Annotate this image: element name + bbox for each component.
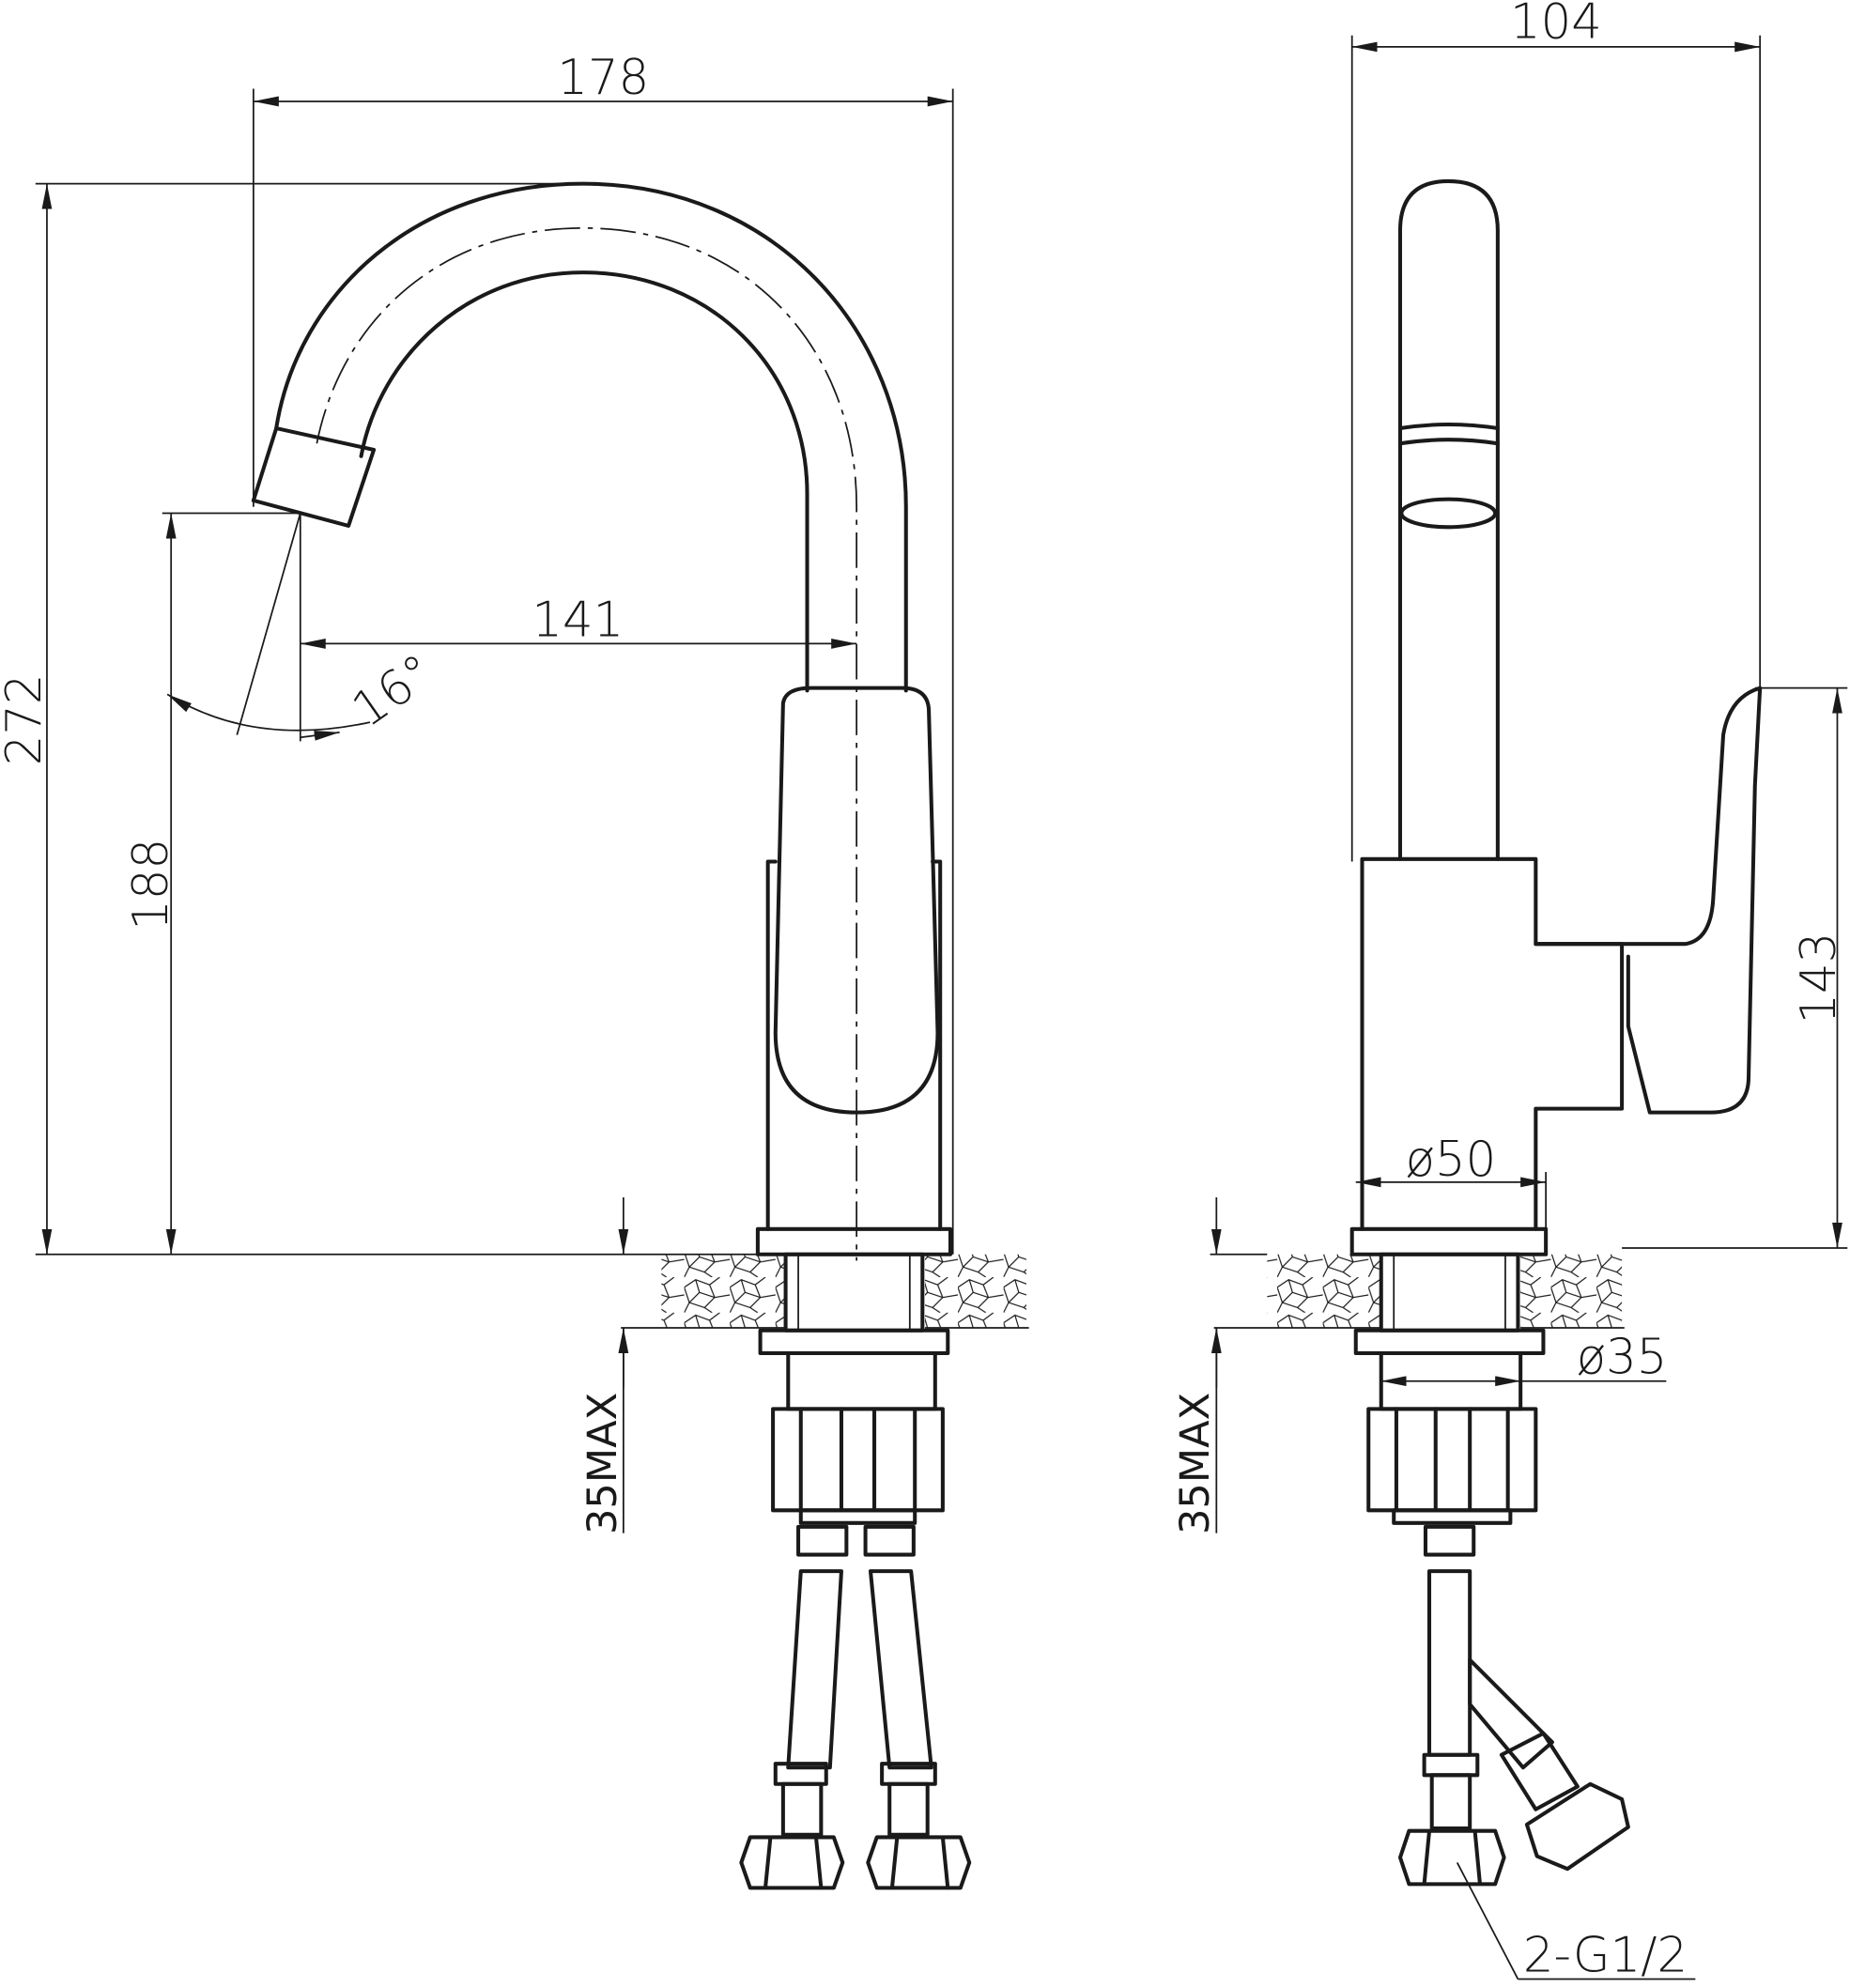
dimension-depth-104: 104 — [1350, 0, 1762, 862]
faucet-body — [765, 859, 943, 1231]
dimension-width-178: 178 — [253, 50, 954, 1255]
dimension-counter-35max: 35MAX — [579, 1197, 629, 1534]
dimension-label: ø50 — [1406, 1132, 1497, 1188]
spout-side — [1397, 178, 1500, 861]
countertop-section — [1520, 1254, 1623, 1329]
front-view: 178 272 188 141 16° — [0, 50, 1029, 1890]
mounting-nut-side — [1366, 1407, 1538, 1525]
dimension-height-272: 272 — [0, 182, 786, 1256]
supply-hose-right — [863, 1524, 972, 1890]
dimension-label: 178 — [557, 50, 649, 106]
dimension-height-143: 143 — [1622, 686, 1848, 1249]
shank-lower — [786, 1350, 937, 1411]
washer — [758, 1328, 950, 1356]
dimension-label: 141 — [532, 592, 624, 648]
lever-handle-side — [1534, 686, 1763, 1115]
mounting-nut — [771, 1407, 945, 1525]
base-plate — [755, 1226, 953, 1256]
supply-hose-left — [739, 1524, 849, 1890]
dimension-label: 188 — [123, 839, 179, 931]
dimension-base-50: ø50 — [1355, 1132, 1548, 1229]
dimension-reach-141: 141 — [299, 513, 857, 742]
dimension-height-188: 188 — [123, 512, 302, 1255]
spout — [274, 181, 908, 693]
dimension-label: 35MAX — [1172, 1393, 1219, 1534]
shank — [783, 1252, 925, 1333]
dimension-label: 35MAX — [579, 1393, 626, 1534]
dimension-label: ø35 — [1577, 1330, 1668, 1386]
side-view: 104 143 ø50 ø35 — [1172, 0, 1848, 1983]
dimension-counter-35max-side: 35MAX — [1172, 1197, 1268, 1534]
connection-label: 2-G1/2 — [1523, 1927, 1688, 1983]
countertop-section — [1267, 1254, 1381, 1329]
connection-callout: 2-G1/2 — [1456, 1862, 1696, 1983]
aerator-nozzle — [251, 426, 377, 528]
dimension-label: 272 — [0, 673, 53, 765]
dimension-angle-16: 16° — [166, 513, 444, 741]
dimension-label: 143 — [1791, 932, 1847, 1025]
base-plate-side — [1349, 1226, 1549, 1256]
dimension-shank-35: ø35 — [1380, 1330, 1668, 1387]
supply-hose-side — [1397, 1524, 1630, 1887]
countertop-section — [925, 1254, 1026, 1329]
lever-handle — [773, 686, 940, 1115]
countertop-section — [661, 1254, 786, 1329]
dimension-label: 104 — [1510, 0, 1602, 50]
